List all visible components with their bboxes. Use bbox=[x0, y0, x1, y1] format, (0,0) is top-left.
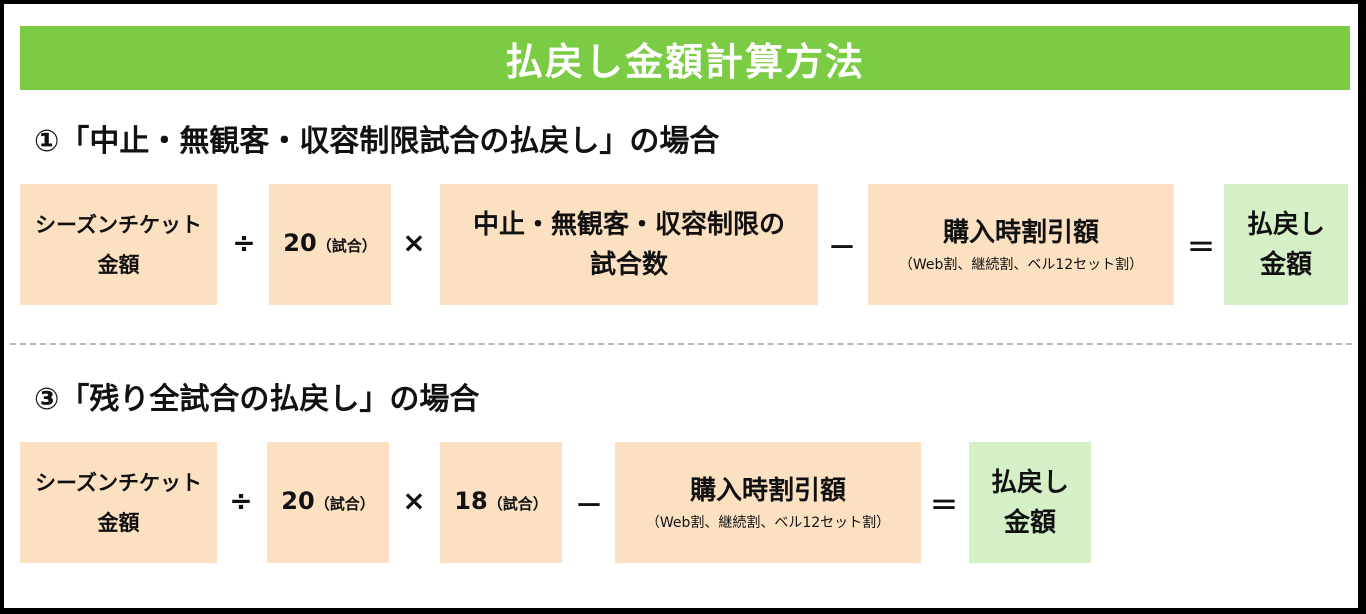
page-frame: 払戻し金額計算方法 ①「中止・無観客・収容制限試合の払戻し」の場合 シーズンチケ… bbox=[4, 4, 1358, 608]
s1-divide-operator: ÷ bbox=[232, 226, 256, 259]
s1-result-line1: 払戻し bbox=[1246, 209, 1325, 240]
s3-remaining-games-box: 18（試合） bbox=[440, 442, 562, 563]
s3-ticket-line2: 金額 bbox=[97, 510, 140, 535]
s3-discount-note: （Web割、継続割、ベル12セット割） bbox=[645, 514, 891, 531]
s1-refund-result-box: 払戻し 金額 bbox=[1224, 184, 1348, 305]
s1-equals-operator: ＝ bbox=[1186, 231, 1215, 264]
s1-result-line2: 金額 bbox=[1259, 249, 1312, 280]
s1-total-games-box: 20（試合） bbox=[269, 184, 391, 305]
section-divider bbox=[10, 343, 1352, 345]
s1-ticket-line2: 金額 bbox=[97, 252, 140, 277]
s1-total-games-unit: （試合） bbox=[316, 237, 377, 255]
s3-ticket-line1: シーズンチケット bbox=[35, 470, 202, 495]
s3-remaining-games-number: 18 bbox=[454, 487, 488, 515]
s1-discount-title: 購入時割引額 bbox=[942, 217, 1099, 248]
page-title: 払戻し金額計算方法 bbox=[20, 26, 1350, 90]
s3-result-line2: 金額 bbox=[1003, 507, 1056, 538]
s3-discount-box: 購入時割引額 （Web割、継続割、ベル12セット割） bbox=[615, 442, 921, 563]
s3-total-games-number: 20 bbox=[281, 487, 315, 515]
section1-heading: ①「中止・無観客・収容制限試合の払戻し」の場合 bbox=[34, 124, 720, 159]
s1-minus-operator: － bbox=[827, 231, 856, 264]
s3-ticket-price-box: シーズンチケット 金額 bbox=[20, 442, 217, 563]
s1-ticket-line1: シーズンチケット bbox=[35, 212, 202, 237]
s3-total-games-box: 20（試合） bbox=[267, 442, 389, 563]
s1-discount-note: （Web割、継続割、ベル12セット割） bbox=[898, 256, 1144, 273]
section3-heading: ③「残り全試合の払戻し」の場合 bbox=[34, 382, 480, 417]
s1-cancelled-line1: 中止・無観客・収容制限の bbox=[472, 209, 785, 240]
s3-multiply-operator: × bbox=[402, 484, 426, 517]
s3-result-line1: 払戻し bbox=[990, 467, 1069, 498]
s1-total-games-number: 20 bbox=[283, 229, 317, 257]
s3-remaining-games-unit: （試合） bbox=[487, 495, 548, 513]
s3-refund-result-box: 払戻し 金額 bbox=[969, 442, 1091, 563]
s1-cancelled-line2: 試合数 bbox=[589, 249, 668, 280]
s1-ticket-price-box: シーズンチケット 金額 bbox=[20, 184, 217, 305]
s1-discount-box: 購入時割引額 （Web割、継続割、ベル12セット割） bbox=[868, 184, 1174, 305]
s3-total-games-unit: （試合） bbox=[314, 495, 375, 513]
s1-multiply-operator: × bbox=[402, 226, 426, 259]
s3-divide-operator: ÷ bbox=[229, 484, 253, 517]
s3-discount-title: 購入時割引額 bbox=[689, 475, 846, 506]
s1-cancelled-games-box: 中止・無観客・収容制限の 試合数 bbox=[440, 184, 818, 305]
s3-minus-operator: － bbox=[574, 489, 603, 522]
s3-equals-operator: ＝ bbox=[929, 489, 958, 522]
